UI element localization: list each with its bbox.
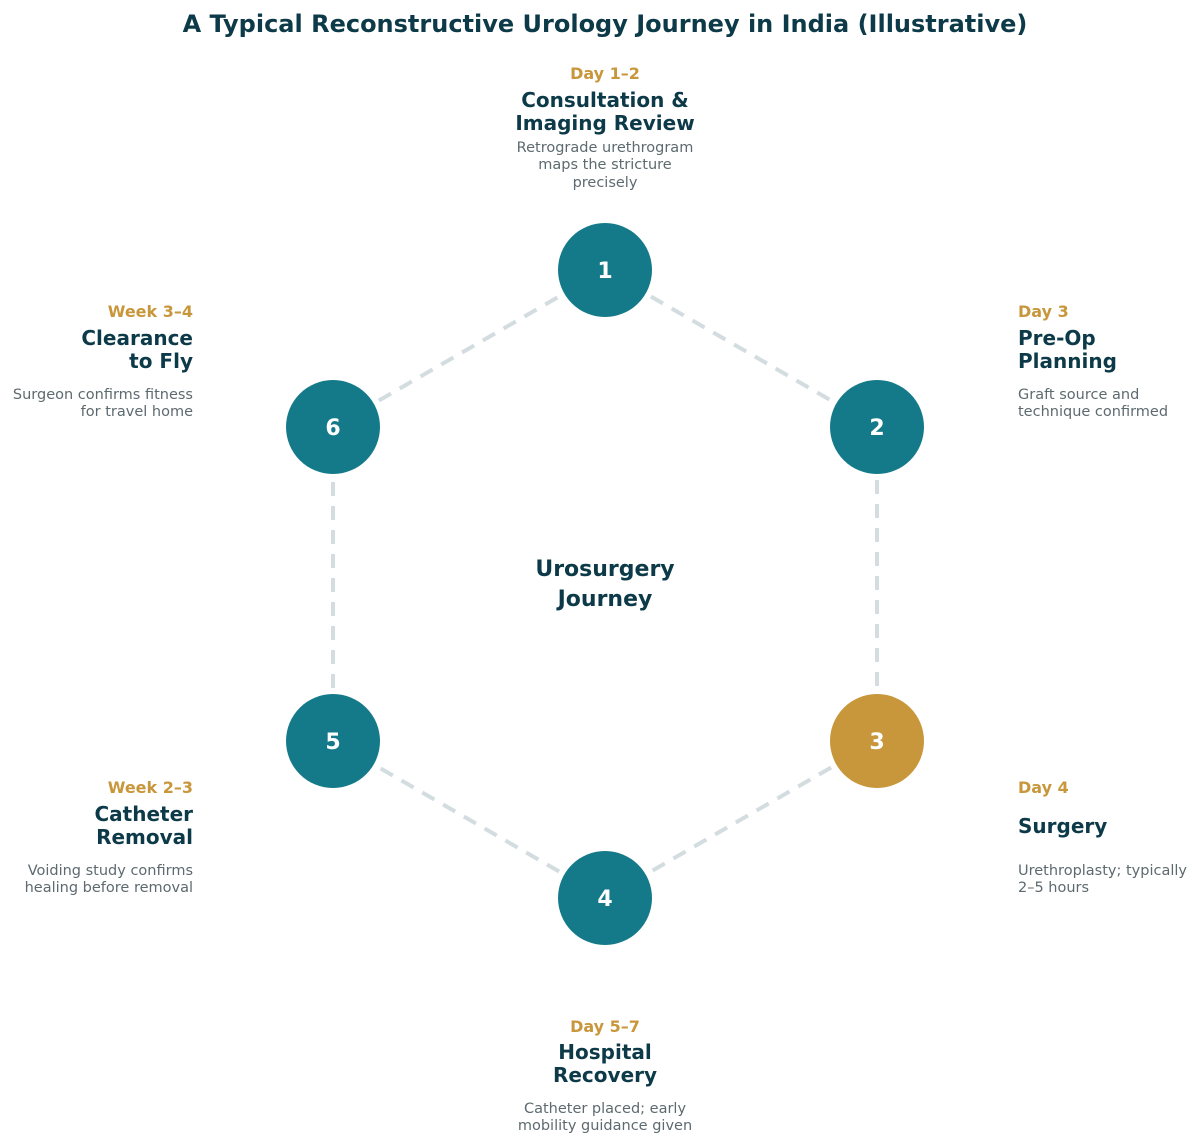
- step-node-1: 1: [558, 223, 652, 317]
- step-node-5: 5: [286, 694, 380, 788]
- step-title: Surgery: [1018, 814, 1107, 838]
- step-title: Hospital: [558, 1040, 651, 1064]
- step-description: mobility guidance given: [518, 1118, 692, 1134]
- center-label-line: Journey: [556, 587, 653, 612]
- step-circle: [830, 694, 924, 788]
- diagram-title: A Typical Reconstructive Urology Journey…: [183, 10, 1028, 38]
- step-description: Surgeon confirms fitness: [13, 387, 193, 403]
- step-title: Recovery: [553, 1063, 657, 1087]
- step-description: Urethroplasty; typically: [1018, 863, 1187, 879]
- step-circle: [286, 380, 380, 474]
- step-number: 6: [325, 416, 340, 441]
- step-number: 5: [325, 730, 340, 755]
- step-timing: Week 2–3: [108, 778, 193, 797]
- step-circle: [830, 380, 924, 474]
- step-timing: Day 3: [1018, 302, 1069, 321]
- step-title: Removal: [96, 825, 193, 849]
- step-number: 3: [869, 730, 884, 755]
- connector-4-5: [377, 765, 561, 874]
- step-node-4: 4: [558, 851, 652, 945]
- step-description: Graft source and: [1018, 387, 1139, 403]
- step-title: to Fly: [129, 349, 193, 373]
- step-title: Planning: [1018, 349, 1117, 373]
- step-node-2: 2: [830, 380, 924, 474]
- step-description: 2–5 hours: [1018, 880, 1089, 896]
- step-timing: Day 4: [1018, 778, 1069, 797]
- step-timing: Week 3–4: [108, 302, 193, 321]
- step-title: Catheter: [94, 802, 193, 826]
- step-title: Imaging Review: [515, 111, 694, 135]
- connector-3-4: [649, 765, 833, 874]
- step-description: for travel home: [81, 404, 193, 420]
- step-title: Clearance: [81, 326, 193, 350]
- step-description: Retrograde urethrogram: [517, 140, 694, 156]
- step-description: precisely: [573, 175, 638, 191]
- step-circle: [558, 851, 652, 945]
- connector-1-2: [649, 294, 833, 403]
- step-circle: [286, 694, 380, 788]
- step-title: Pre-Op: [1018, 326, 1096, 350]
- step-node-3: 3: [830, 694, 924, 788]
- connector-6-1: [377, 294, 561, 403]
- step-node-6: 6: [286, 380, 380, 474]
- step-number: 1: [597, 259, 612, 284]
- step-number: 2: [869, 416, 884, 441]
- step-timing: Day 1–2: [570, 64, 640, 83]
- step-description: technique confirmed: [1018, 404, 1168, 420]
- step-description: Catheter placed; early: [524, 1101, 686, 1117]
- step-nodes: 1 2 3 4 5 6: [286, 223, 924, 945]
- connector-group: [331, 294, 879, 874]
- step-description: healing before removal: [25, 880, 193, 896]
- step-circle: [558, 223, 652, 317]
- step-timing: Day 5–7: [570, 1017, 640, 1036]
- center-label-line: Urosurgery: [535, 557, 674, 582]
- step-description: Voiding study confirms: [28, 863, 193, 879]
- step-description: maps the stricture: [538, 157, 672, 173]
- step-title: Consultation &: [521, 88, 689, 112]
- step-number: 4: [597, 887, 612, 912]
